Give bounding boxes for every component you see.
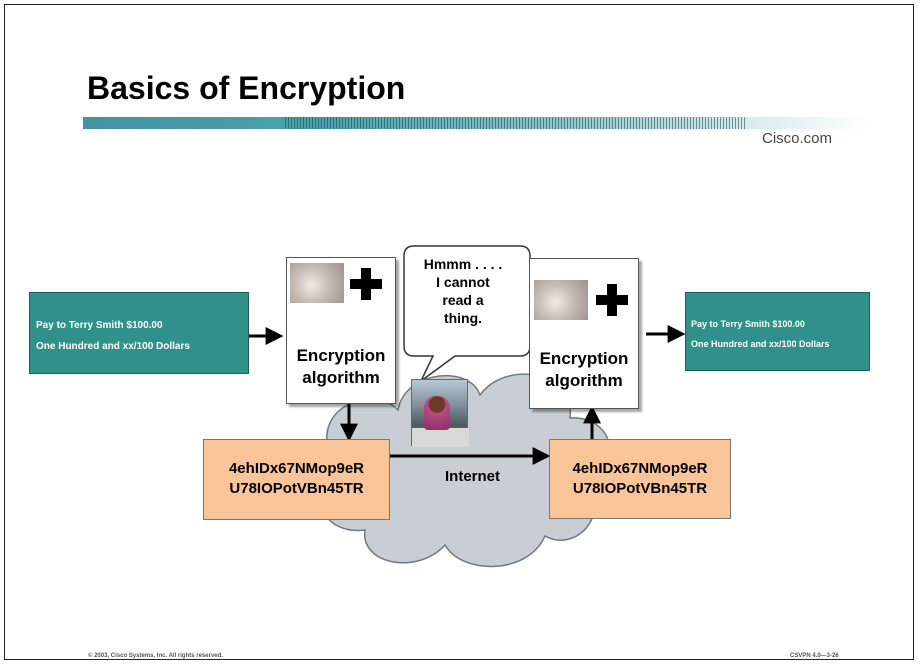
keys-image xyxy=(290,263,344,303)
brand-label: Cisco.com xyxy=(762,130,833,147)
person-figure xyxy=(424,396,450,430)
encryption-left-line2: algorithm xyxy=(302,368,380,387)
cipher-left-line2: U78IOPotVBn45TR xyxy=(229,480,364,497)
plaintext-right-line1: Pay to Terry Smith $100.00 xyxy=(691,319,805,329)
cipher-right-line2: U78IOPotVBn45TR xyxy=(572,480,708,497)
plaintext-left-line2: One Hundred and xx/100 Dollars xyxy=(36,341,190,352)
encryption-box-left: Encryption algorithm xyxy=(286,257,396,404)
person-photo xyxy=(411,379,469,447)
plus-icon xyxy=(350,268,382,300)
cipher-right-line1: 4ehIDx67NMop9eR xyxy=(572,460,708,477)
plaintext-box-right: Pay to Terry Smith $100.00 One Hundred a… xyxy=(685,292,870,371)
internet-label: Internet xyxy=(445,468,501,485)
keys-image xyxy=(534,280,588,320)
slide-title: Basics of Encryption xyxy=(87,70,406,106)
slide-frame xyxy=(4,4,914,660)
plaintext-right-line2: One Hundred and xx/100 Dollars xyxy=(691,339,830,349)
encryption-box-right: Encryption algorithm xyxy=(529,258,639,409)
course-code-footer: CSVPN 4.0—3-26 xyxy=(790,653,839,659)
encryption-left-line1: Encryption xyxy=(296,346,386,365)
speech-bubble-shape xyxy=(403,245,531,382)
speech-line2: I cannot xyxy=(436,274,490,290)
plaintext-box-left: Pay to Terry Smith $100.00 One Hundred a… xyxy=(29,292,249,374)
encryption-right-line1: Encryption xyxy=(539,349,629,368)
ciphertext-box-right: 4ehIDx67NMop9eR U78IOPotVBn45TR xyxy=(549,439,731,519)
cipher-left-line1: 4ehIDx67NMop9eR xyxy=(228,460,365,477)
ciphertext-box-left: 4ehIDx67NMop9eR U78IOPotVBn45TR xyxy=(203,439,390,520)
copyright-footer: © 2003, Cisco Systems, Inc. All rights r… xyxy=(88,653,223,659)
title-bar-texture xyxy=(285,117,745,129)
plaintext-left-line1: Pay to Terry Smith $100.00 xyxy=(36,320,163,331)
desk-shape xyxy=(412,428,469,447)
encryption-right-line2: algorithm xyxy=(545,371,623,390)
speech-bubble-text: Hmmm . . . . I cannot read a thing. xyxy=(404,255,522,327)
plus-icon xyxy=(596,284,628,316)
speech-line4: thing. xyxy=(443,310,483,326)
speech-line1: Hmmm . . . . xyxy=(423,256,503,272)
speech-line3: read a xyxy=(442,292,484,308)
